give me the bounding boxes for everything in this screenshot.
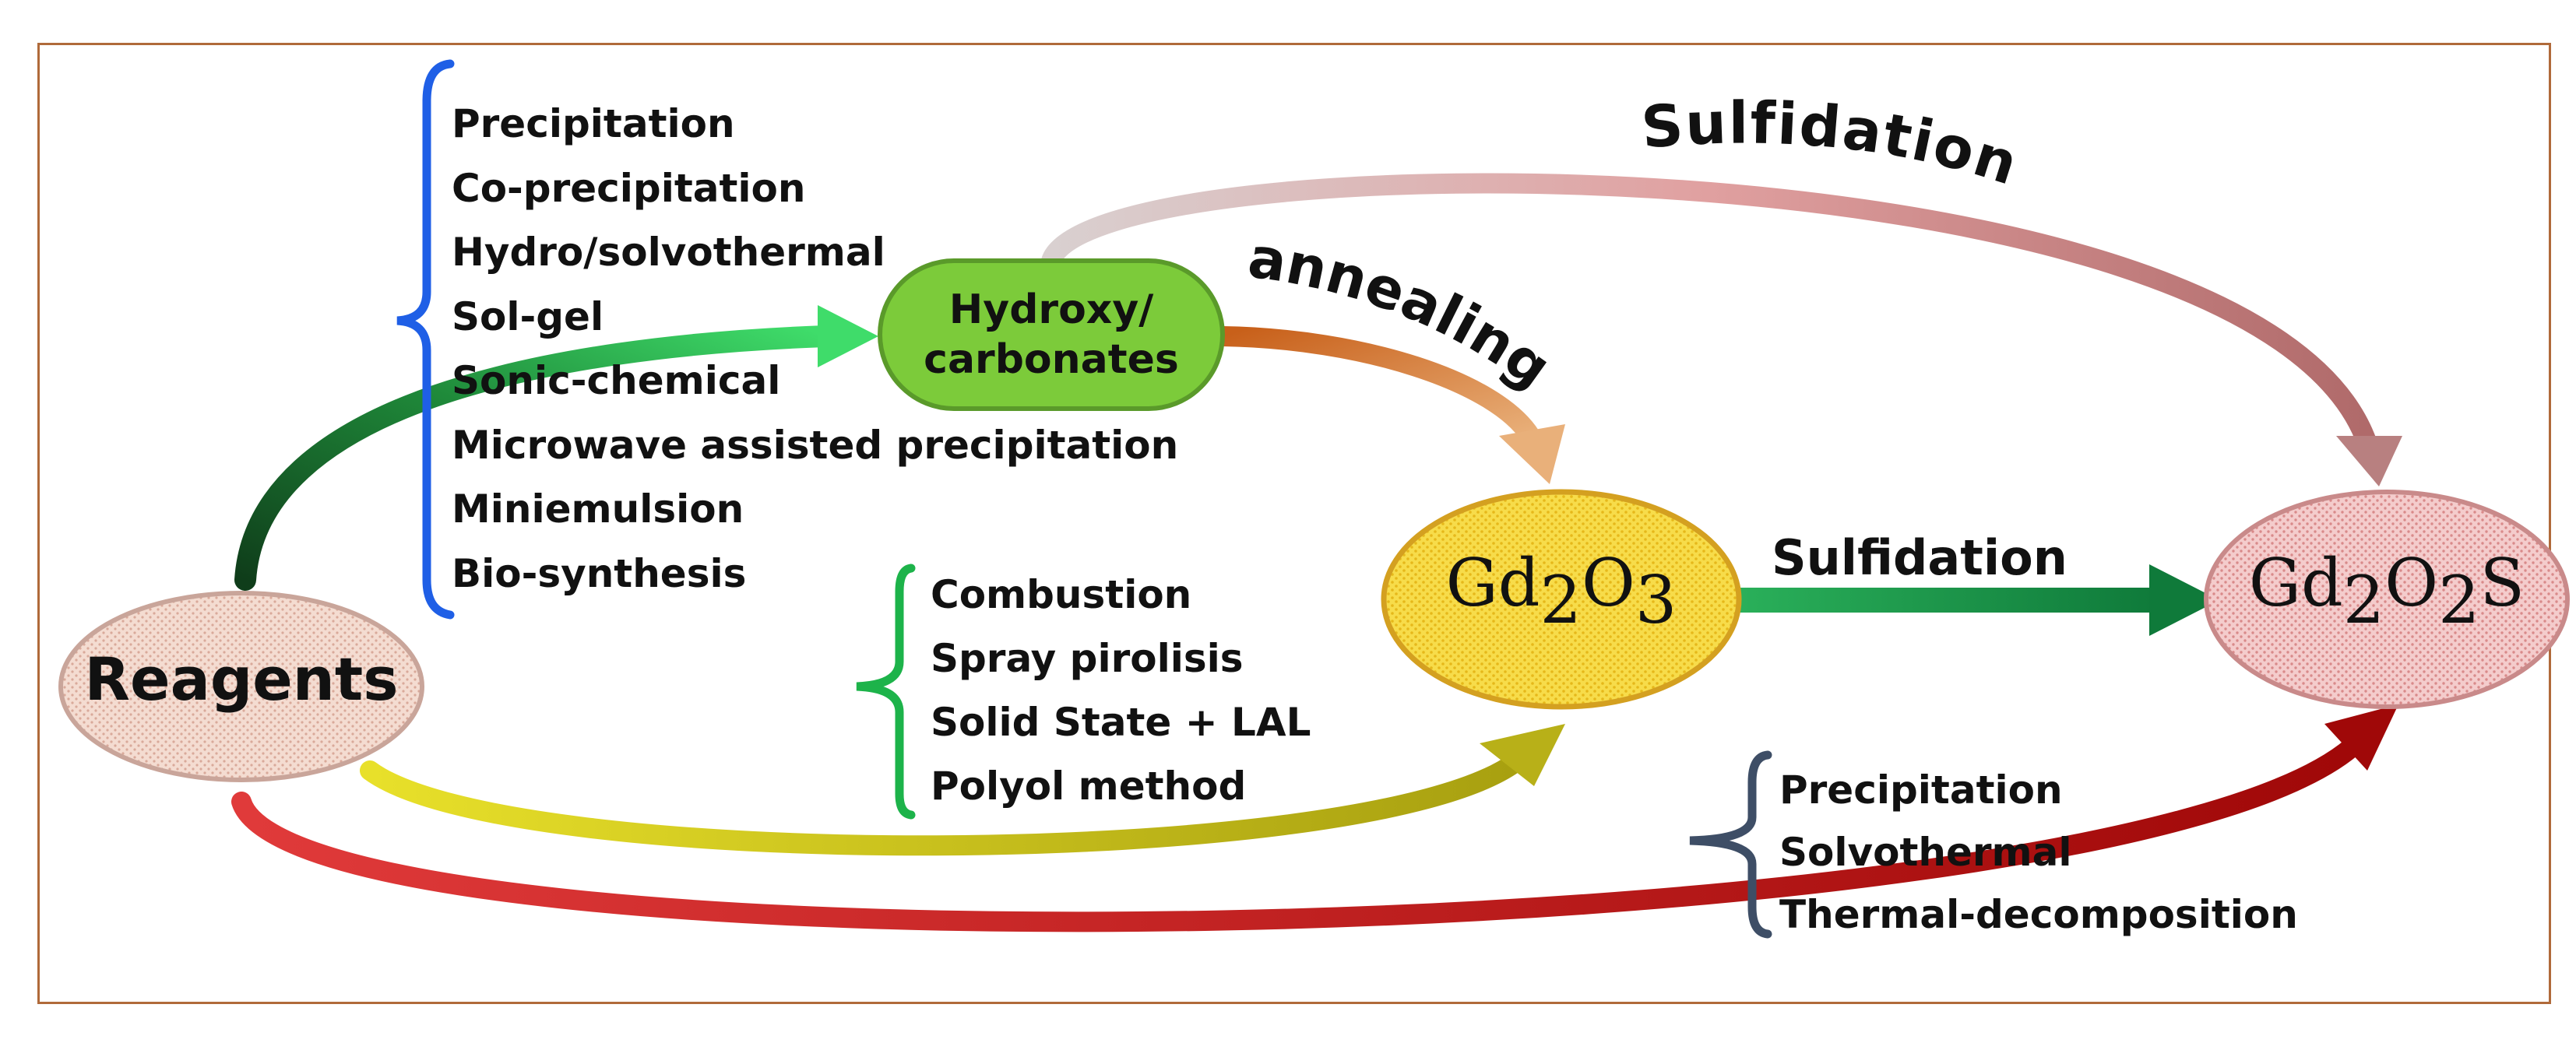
brace-gd2o2s-methods — [1689, 750, 1772, 939]
formula-element: Gd — [1445, 545, 1540, 621]
list-item: Hydro/solvothermal — [452, 230, 885, 275]
list-item: Sol-gel — [452, 293, 604, 339]
arrow-reagents-to-hydroxy — [234, 325, 836, 591]
formula-element: S — [2479, 545, 2525, 621]
arrow-annealing — [1212, 326, 1540, 446]
arrow-head-gd2o3 — [1480, 724, 1565, 786]
list-item: Spray pirolisis — [931, 636, 1244, 681]
edge-label-sulfidation-mid: Sulfidation — [1772, 529, 2067, 586]
arrow-head-mid-sulfidation — [2149, 564, 2219, 636]
node-hydroxy-shape — [878, 258, 1225, 411]
node-hydroxy-label: Hydroxy/ carbonates — [880, 285, 1223, 385]
list-item: Miniemulsion — [452, 486, 744, 532]
formula-subscript: 3 — [1635, 562, 1677, 638]
list-item: Microwave assisted precipitation — [452, 422, 1179, 468]
formula-element: O — [2384, 545, 2439, 621]
list-item: Polyol method — [931, 764, 1247, 809]
arrow-top-sulfidation — [1041, 173, 2377, 454]
methods-gd2o2s-list: Precipitation Solvothermal Thermal-decom… — [1779, 759, 2298, 946]
node-reagents-shape — [58, 591, 424, 782]
arrow-gd2o3-to-gd2o2s — [1737, 588, 2157, 613]
list-item: Sonic-chemical — [452, 358, 781, 403]
brace-gd2o3-methods — [856, 564, 916, 820]
arrow-reagents-to-gd2o2s — [231, 737, 2362, 932]
formula-subscript: 2 — [1540, 562, 1582, 638]
methods-gd2o3-list: Combustion Spray pirolisis Solid State +… — [931, 563, 1311, 818]
node-reagents-label: Reagents — [84, 644, 399, 714]
formula-element: O — [1582, 545, 1635, 621]
diagram-border — [37, 43, 2551, 1004]
arrow-head-top-sulfidation — [2336, 436, 2402, 486]
arrow-head-gd2o2s — [2324, 704, 2398, 771]
node-gd2o3-formula: Gd2O3 — [1384, 545, 1739, 633]
list-item: Precipitation — [1779, 767, 2063, 813]
arrow-reagents-to-gd2o3 — [360, 753, 1525, 856]
formula-subscript: 2 — [2342, 562, 2385, 638]
list-item: Bio-synthesis — [452, 550, 747, 596]
formula-element: Gd — [2248, 545, 2343, 621]
arrow-head-annealing — [1499, 424, 1565, 484]
methods-hydroxy-list: Precipitation Co-precipitation Hydro/sol… — [452, 92, 1178, 606]
list-item: Combustion — [931, 572, 1192, 617]
node-gd2o2s-shape — [2204, 490, 2570, 709]
list-item: Solvothermal — [1779, 830, 2072, 875]
brace-hydroxy-methods — [396, 59, 455, 620]
node-gd2o2s-formula: Gd2O2S — [2206, 545, 2567, 633]
formula-subscript: 2 — [2438, 562, 2480, 638]
edge-label-annealing: annealing — [1244, 224, 1563, 400]
list-item: Co-precipitation — [452, 165, 806, 211]
list-item: Precipitation — [452, 101, 735, 146]
node-hydroxy-line1: Hydroxy/ — [948, 286, 1154, 333]
list-item: Thermal-decomposition — [1779, 892, 2298, 937]
node-hydroxy-line2: carbonates — [924, 336, 1179, 383]
arrow-head-hydroxy — [818, 305, 878, 367]
node-gd2o3-shape — [1381, 489, 1742, 710]
list-item: Solid State + LAL — [931, 700, 1311, 745]
